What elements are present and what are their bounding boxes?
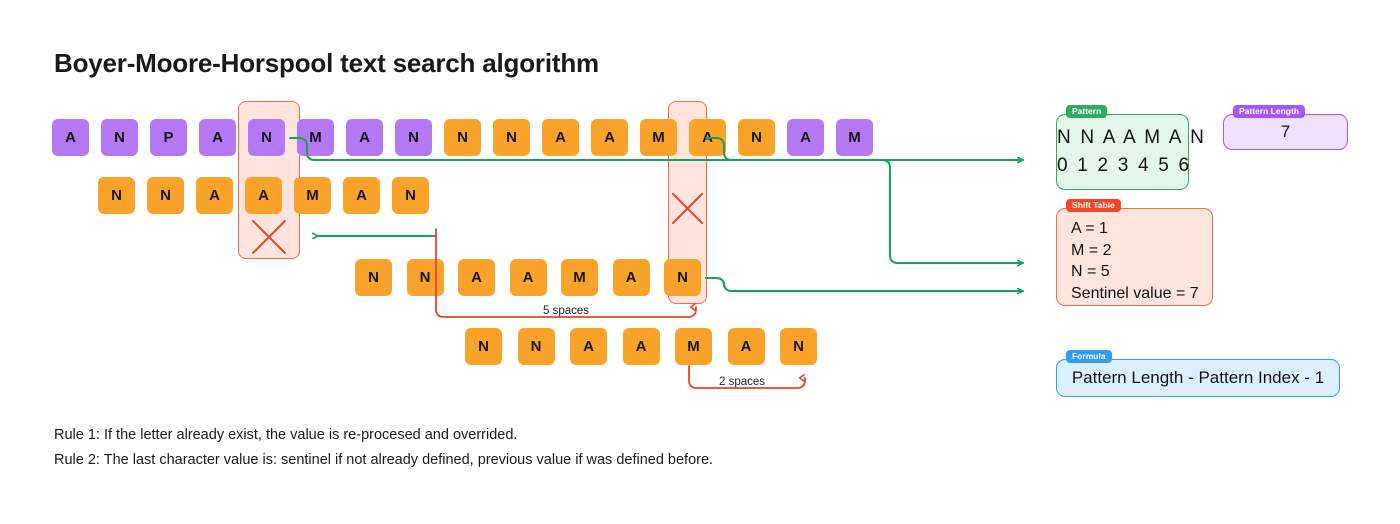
letter-tile: N [406,259,444,296]
letter-tile: A [509,259,547,296]
letter-tile: A [622,328,660,365]
pattern-letters: N N A A M A N [1057,127,1206,148]
shift-table-row: A = 1 [1071,220,1108,237]
letter-tile: M [561,259,598,296]
letter-tile: N [147,177,184,214]
pattern-indices: 0 1 2 3 4 5 6 [1057,155,1192,176]
letter-tile: A [458,259,495,296]
letter-tile: M [294,177,331,214]
letter-tile: N [664,259,701,296]
letter-tile: A [199,119,236,156]
letter-tile: M [297,119,334,156]
letter-tile: A [542,119,579,156]
mismatch-cross-right [672,193,703,224]
shift-label-5-spaces: 5 spaces [543,305,590,317]
letter-tile: A [689,119,726,156]
shift-table-row: Sentinel value = 7 [1071,284,1199,302]
letter-tile: A [245,177,282,214]
letter-tile: M [640,119,677,156]
letter-tile: N [248,119,285,156]
letter-tile: N [392,177,429,214]
mismatch-cross-left [252,220,286,254]
pattern-panel-body: N N A A M A N 0 1 2 3 4 5 6 [1056,114,1206,190]
letter-tile: A [52,119,89,156]
pattern-length-panel-tag: Pattern Length [1233,105,1305,118]
letter-tile: A [612,259,650,296]
letter-tile: N [444,119,481,156]
wire-n3-to-shift [705,277,1024,291]
letter-tile: A [346,119,383,156]
letter-tile: N [98,177,135,214]
shift-table-row: N = 5 [1071,263,1110,280]
letter-tile: N [395,119,432,156]
formula-value: Pattern Length - Pattern Index - 1 [1056,359,1340,397]
letter-tile: M [836,119,873,156]
letter-tile: N [493,119,530,156]
formula-panel-tag: Formula [1066,350,1112,363]
letter-tile: A [591,119,628,156]
wire-m-to-shift [705,137,1024,263]
letter-tile: N [517,328,555,365]
page-title: Boyer-Moore-Horspool text search algorit… [54,48,599,78]
rule-2-text: Rule 2: The last character value is: sen… [54,452,714,468]
shift-table-body: A = 1 M = 2 N = 5 Sentinel value = 7 [1056,208,1213,306]
letter-tile: A [570,328,607,365]
letter-tile: P [150,119,187,156]
letter-tile: M [675,328,712,365]
letter-tile: A [727,328,765,365]
letter-tile: N [780,328,817,365]
shift-table-panel-tag: Shift Table [1066,199,1121,212]
rule-1-text: Rule 1: If the letter already exist, the… [54,427,518,443]
shift-table-row: M = 2 [1071,241,1112,259]
shift-label-2-spaces: 2 spaces [719,376,766,388]
pattern-panel-tag: Pattern [1066,105,1108,118]
letter-tile: A [787,119,824,156]
pattern-length-value: 7 [1223,114,1348,150]
letter-tile: A [343,177,380,214]
letter-tile: N [738,119,775,156]
letter-tile: N [465,328,502,365]
letter-tile: N [355,259,392,296]
letter-tile: N [101,119,138,156]
letter-tile: A [196,177,233,214]
